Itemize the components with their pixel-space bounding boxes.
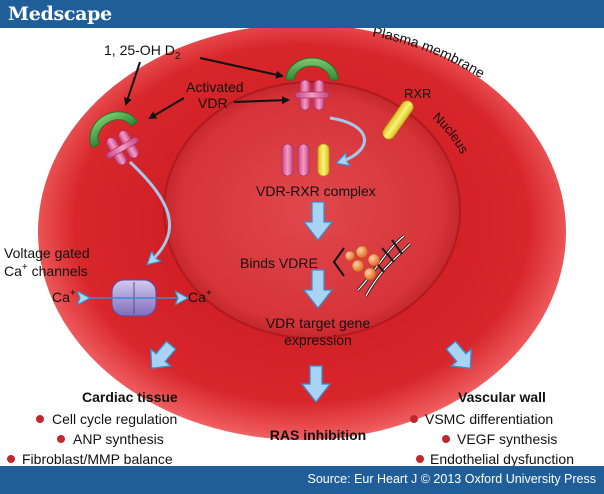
membrane-receptor-left xyxy=(89,111,139,166)
arrow-down-left xyxy=(150,340,177,369)
vascular-title: Vascular wall xyxy=(458,389,546,405)
cardiac-item-text: ANP synthesis xyxy=(73,431,164,447)
cardiac-item: ANP synthesis xyxy=(57,431,164,447)
source-credit: Source: Eur Heart J © 2013 Oxford Univer… xyxy=(307,472,596,486)
ligand-text: 1, 25-OH D xyxy=(104,42,175,58)
complex-label: VDR-RXR complex xyxy=(256,183,376,199)
cardiac-title: Cardiac tissue xyxy=(82,389,178,405)
voltage-channels-text: channels xyxy=(28,263,88,279)
target-gene-line2: expression xyxy=(284,332,352,348)
arrow-down-right xyxy=(445,340,472,369)
voltage-ca-text: Ca xyxy=(4,263,22,279)
dna-binding-complex xyxy=(332,245,381,281)
activated-vdr-line2: VDR xyxy=(198,95,228,111)
vascular-item: VEGF synthesis xyxy=(442,431,557,447)
curve-arrow-membrane-fill xyxy=(128,160,172,264)
binds-vdre-label: Binds VDRE xyxy=(240,255,318,271)
ras-title: RAS inhibition xyxy=(270,427,366,443)
arrow-down-ras xyxy=(300,365,332,404)
ligand-subscript: 2 xyxy=(175,51,181,62)
activated-arrow-right xyxy=(233,96,290,105)
ca-right-label: Ca+ xyxy=(188,288,212,305)
ca-left-sup: + xyxy=(70,288,76,299)
target-gene-line1: VDR target gene xyxy=(266,315,370,331)
cardiac-item: Cell cycle regulation xyxy=(36,411,177,427)
activated-arrow-left xyxy=(148,97,185,120)
cardiac-item: Fibroblast/MMP balance xyxy=(7,451,173,466)
ca-left-label: Ca+ xyxy=(52,288,76,305)
vitamin-d-diagram: Plasma membrane Nucleus 1, 25-OH D2 Acti… xyxy=(4,28,574,466)
voltage-channel-line2: Ca+ channels xyxy=(4,262,88,279)
bullet-icon xyxy=(7,455,15,463)
vascular-item: VSMC differentiation xyxy=(410,411,553,427)
ca-left-text: Ca xyxy=(52,289,70,305)
vascular-item-text: Endothelial dysfunction xyxy=(430,451,574,466)
cardiac-item-text: Cell cycle regulation xyxy=(52,411,177,427)
voltage-ca-sup: + xyxy=(22,262,28,273)
arrow-down-2 xyxy=(302,269,334,310)
ligand-arrow-left xyxy=(124,61,141,106)
ca-right-sup: + xyxy=(206,288,212,299)
ligand-label: 1, 25-OH D2 xyxy=(104,42,181,62)
vascular-item-text: VSMC differentiation xyxy=(425,411,553,427)
rxr-label: RXR xyxy=(404,86,431,101)
nuclear-receptor-top xyxy=(285,57,339,111)
header-bar: Medscape xyxy=(0,0,604,28)
curve-arrow-nuclear-fill xyxy=(329,116,366,164)
vascular-item: Endothelial dysfunction xyxy=(416,451,574,466)
bullet-icon xyxy=(410,415,418,423)
footer-bar: Source: Eur Heart J © 2013 Oxford Univer… xyxy=(0,466,604,494)
activated-vdr-line1: Activated xyxy=(186,79,244,95)
vascular-item-text: VEGF synthesis xyxy=(457,431,557,447)
voltage-channel-line1: Voltage gated xyxy=(4,245,90,261)
bullet-icon xyxy=(57,435,65,443)
cardiac-item-text: Fibroblast/MMP balance xyxy=(22,451,173,466)
bullet-icon xyxy=(442,435,450,443)
medscape-logo: Medscape xyxy=(8,3,112,25)
vdr-rxr-complex xyxy=(281,143,330,177)
bullet-icon xyxy=(36,415,44,423)
ligand-arrow-right xyxy=(199,57,284,79)
arrow-down-1 xyxy=(302,201,334,242)
bullet-icon xyxy=(416,455,424,463)
ca-right-text: Ca xyxy=(188,289,206,305)
rxr-molecule xyxy=(382,100,414,140)
